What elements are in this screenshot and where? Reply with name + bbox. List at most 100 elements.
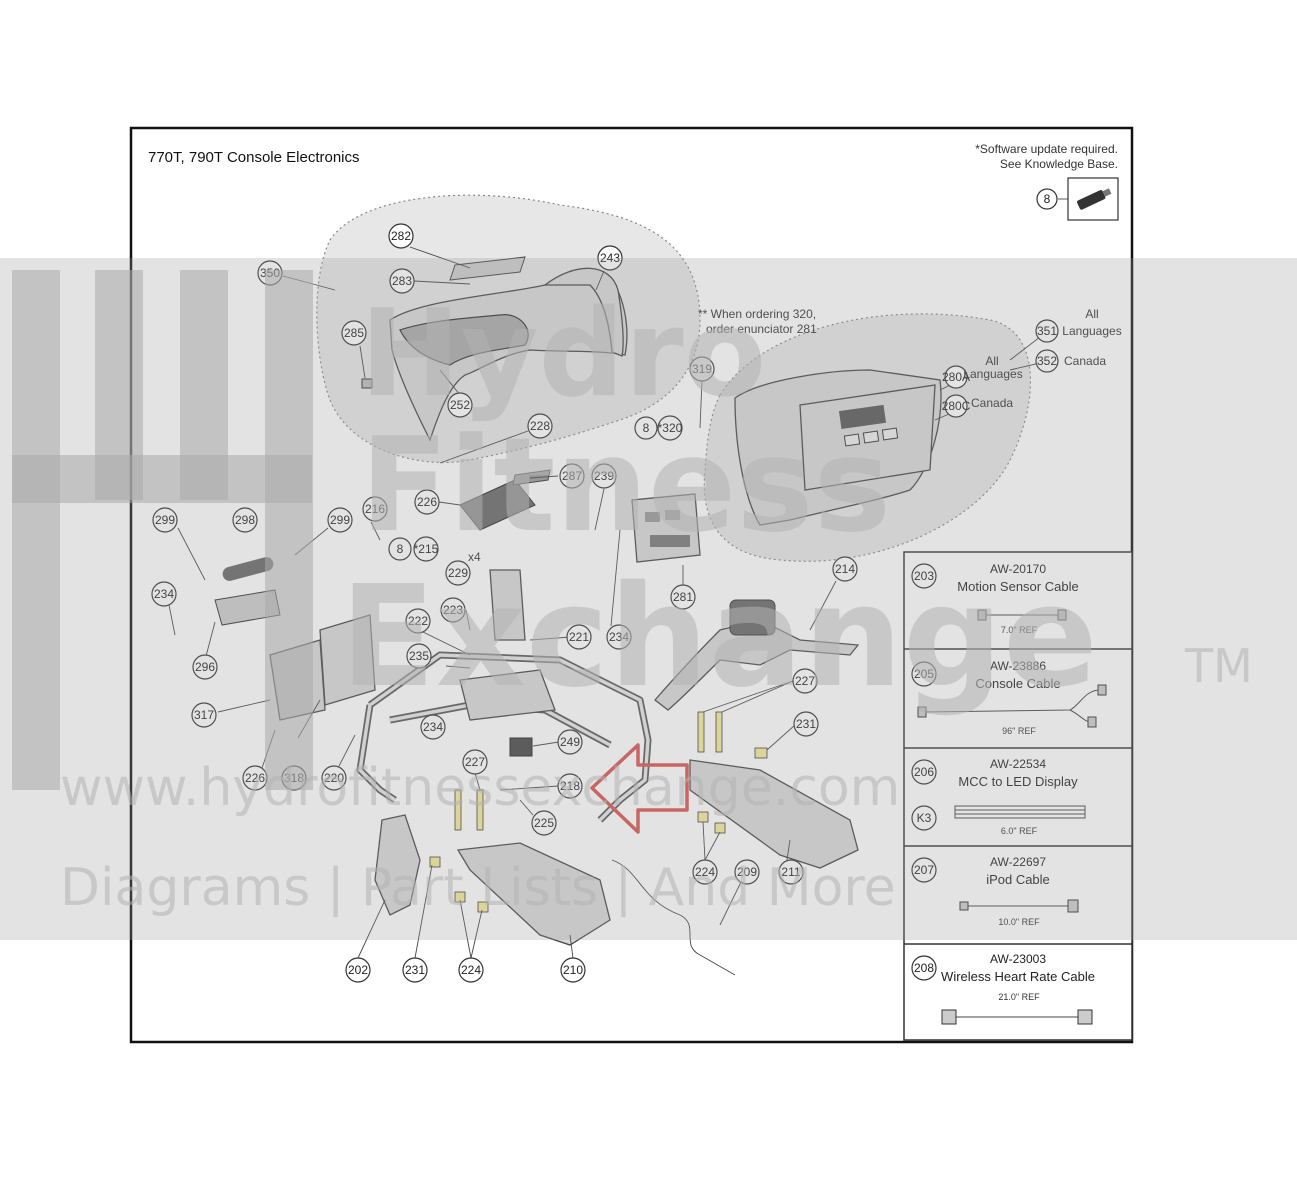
svg-text:209: 209	[737, 865, 757, 879]
console-shroud	[389, 267, 628, 442]
callout-206[interactable]: 206	[911, 759, 937, 785]
callout-223[interactable]: 223	[440, 597, 466, 623]
callout-K3[interactable]: K3	[911, 805, 937, 831]
callout-243[interactable]: 243	[597, 245, 623, 271]
callout-227-b[interactable]: 227	[462, 749, 488, 775]
callout-235[interactable]: 235	[406, 643, 432, 669]
callout-299-a[interactable]: 299	[152, 507, 178, 533]
callout-221[interactable]: 221	[566, 624, 592, 650]
svg-text:214: 214	[835, 562, 855, 576]
callout-234-b[interactable]: 234	[606, 624, 632, 650]
cable-name: Wireless Heart Rate Cable	[941, 969, 1095, 984]
label-languages: Languages	[1062, 324, 1121, 338]
svg-text:281: 281	[673, 590, 693, 604]
callout-249[interactable]: 249	[557, 729, 583, 755]
callout-234-a[interactable]: 234	[151, 581, 177, 607]
callout-296[interactable]: 296	[192, 654, 218, 680]
label-strip	[449, 256, 526, 281]
callout-281[interactable]: 281	[670, 584, 696, 610]
svg-text:224: 224	[695, 865, 715, 879]
spring-part	[222, 557, 274, 581]
watermark-brand-exchange: Exchange	[340, 556, 1098, 719]
cable-name: Motion Sensor Cable	[957, 579, 1078, 594]
callout-283[interactable]: 283	[389, 268, 415, 294]
callout-8-low[interactable]: 8	[388, 537, 412, 561]
callout-224-a[interactable]: 224	[692, 859, 718, 885]
callout-225[interactable]: 225	[531, 810, 557, 836]
callout-298[interactable]: 298	[232, 507, 258, 533]
callout-218[interactable]: 218	[557, 773, 583, 799]
cable-ref-length: 21.0" REF	[998, 992, 1040, 1002]
control-board	[631, 493, 701, 563]
svg-text:226: 226	[417, 495, 437, 509]
label-canada-small: Canada	[971, 396, 1013, 410]
callout-280A[interactable]: 280A	[942, 365, 970, 389]
callout-252[interactable]: 252	[447, 392, 473, 418]
callout-214[interactable]: 214	[832, 556, 858, 582]
callout-216[interactable]: 216	[362, 496, 388, 522]
console-frame	[356, 569, 652, 823]
svg-text:205: 205	[914, 667, 934, 681]
callout-285[interactable]: 285	[341, 320, 367, 346]
cable-row-206[interactable]: 206 K3 AW-22534 MCC to LED Display 6.0" …	[911, 757, 1086, 836]
callout-351[interactable]: 351	[1035, 319, 1059, 343]
callout-211[interactable]: 211	[778, 859, 804, 885]
callout-287[interactable]: 287	[559, 463, 585, 489]
callout-320[interactable]: *320	[657, 415, 683, 441]
svg-text:229: 229	[448, 566, 468, 580]
callout-239[interactable]: 239	[591, 463, 617, 489]
callout-234-c[interactable]: 234	[420, 714, 446, 740]
callout-229[interactable]: 229	[445, 560, 471, 586]
callout-226-a[interactable]: 226	[414, 489, 440, 515]
svg-text:317: 317	[194, 708, 214, 722]
cable-row-208[interactable]: 208 AW-23003 Wireless Heart Rate Cable 2…	[911, 952, 1095, 1025]
callout-317[interactable]: 317	[191, 702, 217, 728]
svg-text:298: 298	[235, 513, 255, 527]
callout-205[interactable]: 205	[911, 661, 937, 687]
cable-ref-length: 7.0" REF	[1001, 625, 1038, 635]
cable-row-205[interactable]: 205 AW-23886 Console Cable 96" REF	[911, 659, 1107, 736]
label-x4: x4	[468, 550, 481, 564]
handlebar	[654, 599, 860, 711]
callout-208[interactable]: 208	[911, 955, 937, 981]
callout-207[interactable]: 207	[911, 857, 937, 883]
svg-text:K3: K3	[917, 811, 932, 825]
cable-name: Console Cable	[975, 676, 1060, 691]
callout-215[interactable]: *215	[413, 536, 439, 562]
hr-wire	[611, 859, 736, 976]
callout-202[interactable]: 202	[345, 957, 371, 983]
callout-231-b[interactable]: 231	[402, 957, 428, 983]
callout-209[interactable]: 209	[734, 859, 760, 885]
svg-text:280C: 280C	[942, 399, 971, 413]
label-all-small: All	[985, 354, 998, 368]
svg-text:296: 296	[195, 660, 215, 674]
label-languages-small: Languages	[963, 367, 1022, 381]
callout-228[interactable]: 228	[527, 413, 553, 439]
callout-319[interactable]: 319	[689, 356, 715, 382]
callout-282[interactable]: 282	[388, 223, 414, 249]
cable-row-203[interactable]: 203 AW-20170 Motion Sensor Cable 7.0" RE…	[911, 562, 1079, 635]
svg-text:287: 287	[562, 469, 582, 483]
watermark-brand-hydro: Hydro	[360, 285, 766, 424]
callout-210[interactable]: 210	[560, 957, 586, 983]
cable-part-number: AW-23886	[990, 659, 1046, 673]
callout-352[interactable]: 352	[1035, 349, 1059, 373]
cable-part-number: AW-23003	[990, 952, 1046, 966]
callout-222[interactable]: 222	[405, 608, 431, 634]
callout-299-b[interactable]: 299	[327, 507, 353, 533]
svg-text:299: 299	[330, 513, 350, 527]
cable-row-207[interactable]: 207 AW-22697 iPod Cable 10.0" REF	[911, 855, 1079, 927]
callout-227-a[interactable]: 227	[792, 668, 818, 694]
callout-226-b[interactable]: 226	[242, 765, 268, 791]
callout-203[interactable]: 203	[911, 563, 937, 589]
svg-text:226: 226	[245, 771, 265, 785]
callout-8-top[interactable]: 8	[1036, 188, 1058, 210]
callout-280C[interactable]: 280C	[942, 394, 971, 418]
callout-231-a[interactable]: 231	[793, 711, 819, 737]
callout-8-mid[interactable]: 8	[634, 416, 658, 440]
ordering-note-line1: ** When ordering 320,	[698, 307, 816, 321]
cable-ref-length: 96" REF	[1002, 726, 1036, 736]
callout-224-b[interactable]: 224	[458, 957, 484, 983]
callout-220[interactable]: 220	[321, 765, 347, 791]
svg-text:202: 202	[348, 963, 368, 977]
